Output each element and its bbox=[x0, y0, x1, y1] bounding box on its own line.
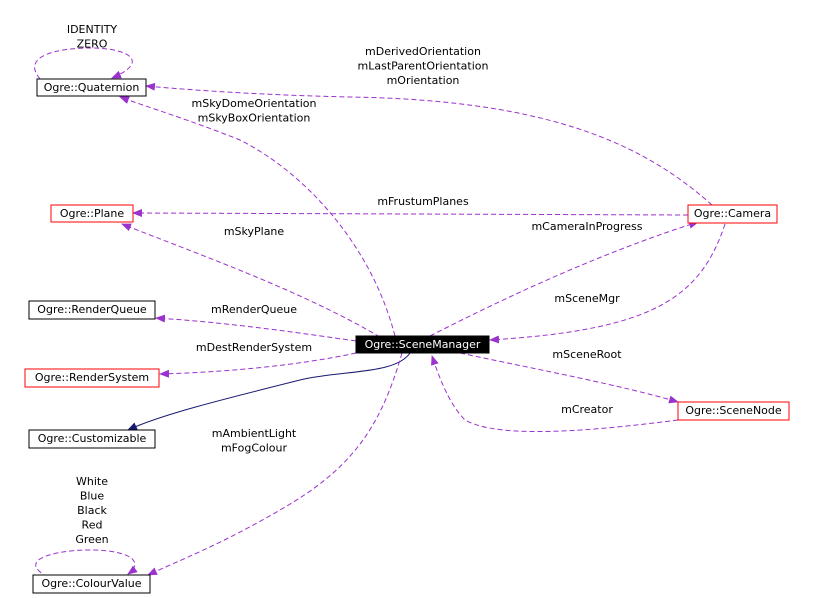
node-render-queue[interactable]: Ogre::RenderQueue bbox=[28, 300, 156, 320]
edge-label-line: mSkyDomeOrientation bbox=[192, 97, 317, 110]
edge-label-line: Red bbox=[82, 519, 103, 532]
edge-scenemanager-rendersystem bbox=[159, 352, 357, 378]
edge-scenemanager-quaternion bbox=[119, 96, 396, 337]
edge-scenemanager-renderqueue bbox=[155, 314, 357, 342]
edge-label-line: mFrustumPlanes bbox=[377, 195, 469, 208]
edge-colourvalue-self bbox=[35, 549, 138, 578]
label-sky-orientation: mSkyDomeOrientation mSkyBoxOrientation bbox=[192, 97, 317, 125]
label-scene-mgr: mSceneMgr bbox=[554, 292, 620, 305]
edge-label-line: mSkyPlane bbox=[224, 225, 285, 238]
node-colour-value[interactable]: Ogre::ColourValue bbox=[32, 574, 151, 594]
node-scene-manager-label: Ogre::SceneManager bbox=[365, 338, 481, 351]
edge-label-line: mCameraInProgress bbox=[531, 220, 642, 233]
node-camera-label: Ogre::Camera bbox=[694, 207, 771, 220]
edge-label-line: mAmbientLight bbox=[212, 427, 297, 440]
edge-label-line: mSceneRoot bbox=[552, 348, 622, 361]
edge-label-line: mLastParentOrientation bbox=[358, 60, 489, 73]
node-scene-node[interactable]: Ogre::SceneNode bbox=[677, 401, 790, 421]
edge-label-line: mDerivedOrientation bbox=[365, 45, 481, 58]
label-camera-orientation: mDerivedOrientation mLastParentOrientatio… bbox=[358, 45, 489, 87]
node-quaternion[interactable]: Ogre::Quaternion bbox=[36, 78, 147, 97]
edge-scenemanager-plane bbox=[121, 223, 381, 338]
node-plane-label: Ogre::Plane bbox=[60, 207, 125, 220]
edge-labels: IDENTITY ZERO mDerivedOrientation mLastPar… bbox=[67, 23, 643, 546]
edge-label-line: Black bbox=[77, 504, 107, 517]
node-customizable-label: Ogre::Customizable bbox=[38, 432, 147, 445]
label-quaternion-self: IDENTITY ZERO bbox=[67, 23, 118, 51]
edge-camera-scenemanager bbox=[489, 223, 726, 344]
edge-camera-plane bbox=[132, 209, 689, 218]
label-dest-render-system: mDestRenderSystem bbox=[196, 341, 312, 354]
node-plane[interactable]: Ogre::Plane bbox=[50, 204, 134, 223]
edge-scenemanager-camera bbox=[429, 220, 699, 337]
edge-label-line: mSkyBoxOrientation bbox=[198, 112, 311, 125]
label-scene-root: mSceneRoot bbox=[552, 348, 622, 361]
node-render-queue-label: Ogre::RenderQueue bbox=[37, 303, 147, 316]
edge-label-line: mDestRenderSystem bbox=[196, 341, 312, 354]
node-render-system[interactable]: Ogre::RenderSystem bbox=[24, 368, 160, 388]
edge-scenemanager-scenenode bbox=[459, 352, 679, 404]
edge-label-line: ZERO bbox=[77, 38, 108, 51]
edge-label-line: mCreator bbox=[561, 403, 613, 416]
edge-label-line: Green bbox=[75, 533, 108, 546]
edge-label-line: mSceneMgr bbox=[554, 292, 620, 305]
edge-camera-quaternion bbox=[145, 82, 713, 206]
edge-quaternion-self bbox=[34, 47, 133, 80]
node-scene-node-label: Ogre::SceneNode bbox=[685, 404, 782, 417]
label-sky-plane: mSkyPlane bbox=[224, 225, 285, 238]
edge-scenenode-scenemanager bbox=[431, 355, 679, 433]
node-render-system-label: Ogre::RenderSystem bbox=[35, 371, 149, 384]
label-render-queue: mRenderQueue bbox=[211, 303, 297, 316]
edge-label-line: Blue bbox=[80, 490, 105, 503]
edges bbox=[34, 47, 726, 578]
edge-scenemanager-colourvalue bbox=[147, 352, 403, 576]
node-colour-value-label: Ogre::ColourValue bbox=[42, 577, 142, 590]
edge-label-line: mOrientation bbox=[387, 74, 460, 87]
label-camera-in-progress: mCameraInProgress bbox=[531, 220, 642, 233]
edge-label-line: mFogColour bbox=[221, 442, 288, 455]
label-creator: mCreator bbox=[561, 403, 613, 416]
edge-label-line: IDENTITY bbox=[67, 23, 118, 36]
label-ambient-fog: mAmbientLight mFogColour bbox=[212, 427, 297, 455]
edge-label-line: mRenderQueue bbox=[211, 303, 297, 316]
node-customizable[interactable]: Ogre::Customizable bbox=[28, 429, 156, 449]
node-quaternion-label: Ogre::Quaternion bbox=[44, 81, 140, 94]
node-camera[interactable]: Ogre::Camera bbox=[687, 204, 778, 224]
label-frustum-planes: mFrustumPlanes bbox=[377, 195, 469, 208]
edge-scenemanager-customizable bbox=[127, 352, 411, 431]
edge-label-line: White bbox=[76, 475, 108, 488]
node-scene-manager[interactable]: Ogre::SceneManager bbox=[355, 335, 490, 354]
